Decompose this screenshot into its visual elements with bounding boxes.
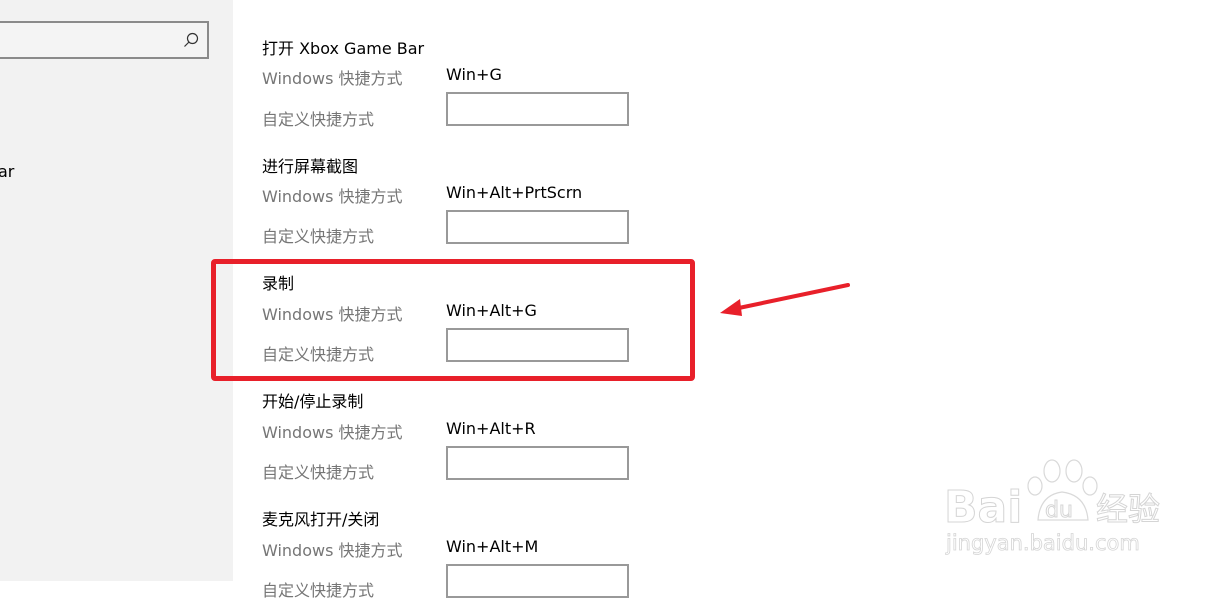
windows-shortcut-value: Win+Alt+G [446,301,537,320]
baidu-jingyan-watermark: Bai du 经验 jingyan.baidu.com [944,459,1161,555]
windows-shortcut-value: Win+Alt+R [446,419,536,438]
custom-shortcut-input[interactable] [446,446,629,480]
shortcut-title: 开始/停止录制 [262,392,364,411]
shortcuts-panel: 打开 Xbox Game Bar Windows 快捷方式 Win+G 自定义快… [233,0,1230,600]
shortcut-title: 麦克风打开/关闭 [262,510,380,529]
custom-shortcut-label: 自定义快捷方式 [262,110,375,129]
search-icon[interactable] [183,32,199,48]
svg-text:经验: 经验 [1096,490,1160,528]
windows-shortcut-label: Windows 快捷方式 [262,187,403,206]
shortcut-title: 打开 Xbox Game Bar [262,39,425,58]
custom-shortcut-label: 自定义快捷方式 [262,227,375,246]
custom-shortcut-input[interactable] [446,92,629,126]
sidebar: ar [0,0,233,581]
svg-text:Bai: Bai [944,482,1022,533]
windows-shortcut-value: Win+Alt+PrtScrn [446,183,583,202]
windows-shortcut-label: Windows 快捷方式 [262,423,403,442]
shortcut-title: 录制 [262,274,295,293]
highlight-box [211,259,695,381]
windows-shortcut-label: Windows 快捷方式 [262,305,403,324]
custom-shortcut-label: 自定义快捷方式 [262,345,375,364]
svg-text:jingyan.baidu.com: jingyan.baidu.com [945,531,1140,555]
custom-shortcut-input[interactable] [446,210,629,244]
windows-shortcut-label: Windows 快捷方式 [262,69,403,88]
search-input[interactable] [0,21,209,59]
custom-shortcut-input[interactable] [446,564,629,598]
custom-shortcut-label: 自定义快捷方式 [262,463,375,482]
sidebar-item-game-bar[interactable]: ar [0,162,15,181]
windows-shortcut-value: Win+G [446,65,502,84]
windows-shortcut-label: Windows 快捷方式 [262,541,403,560]
arrow-left-icon [720,283,850,316]
windows-shortcut-value: Win+Alt+M [446,537,539,556]
shortcut-title: 进行屏幕截图 [262,157,359,176]
custom-shortcut-input[interactable] [446,328,629,362]
svg-text:du: du [1045,498,1073,523]
